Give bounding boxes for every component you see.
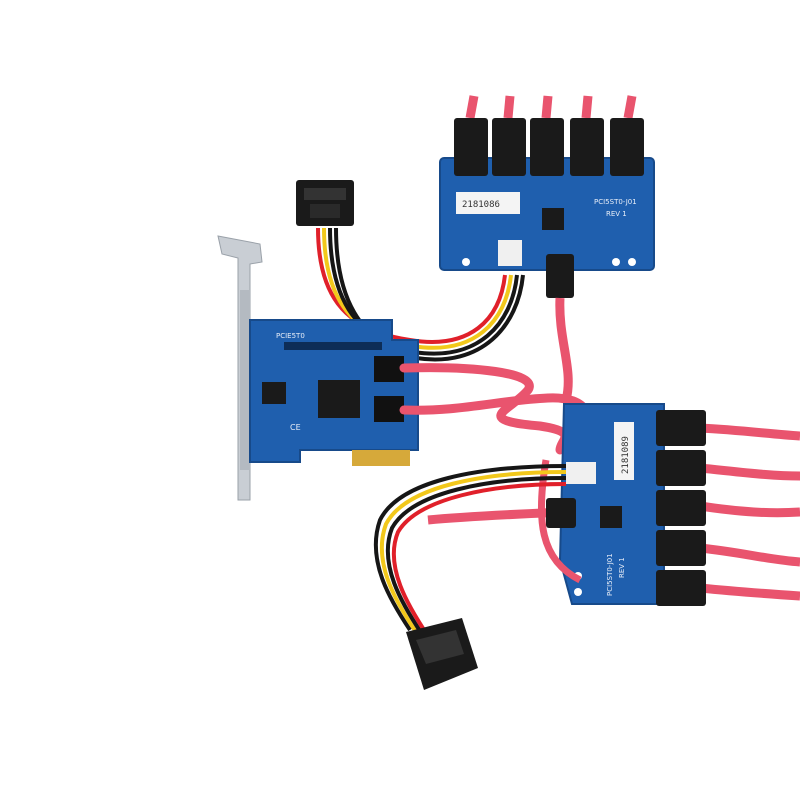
right-board-sata-cables xyxy=(699,423,800,601)
pcie-card-marking: PCIE5T0 xyxy=(276,332,305,340)
top-serial-sticker xyxy=(456,192,520,214)
right-board-sata-ports xyxy=(656,410,706,606)
top-serial-text: 2181086 xyxy=(462,200,500,210)
right-splitter-board: 2181089 PCI5ST0-J01 REV 1 xyxy=(558,403,665,605)
right-serial-text: 2181089 xyxy=(621,436,631,474)
top-board-rev: REV 1 xyxy=(606,210,627,218)
right-power-header xyxy=(566,462,596,484)
right-board-rev: REV 1 xyxy=(618,557,626,578)
controller-chip xyxy=(318,380,360,418)
top-board-model: PCI5ST0-J01 xyxy=(594,198,637,206)
power-cable-bottom xyxy=(373,464,567,638)
top-board-input-connector xyxy=(546,254,574,402)
pcie-card: CE PCIE5T0 xyxy=(249,319,419,466)
sata-power-connector-bottom xyxy=(406,618,478,690)
sata-cables-from-card xyxy=(399,363,593,455)
right-board-model: PCI5ST0-J01 xyxy=(606,553,614,596)
top-board-sata-ports xyxy=(454,95,644,176)
ce-mark: CE xyxy=(290,423,301,432)
top-power-header xyxy=(498,240,522,266)
sata-power-connector-top xyxy=(296,180,354,226)
pcie-gold-fingers xyxy=(352,450,410,466)
pci-bracket xyxy=(217,235,263,501)
right-serial-sticker xyxy=(614,422,634,480)
